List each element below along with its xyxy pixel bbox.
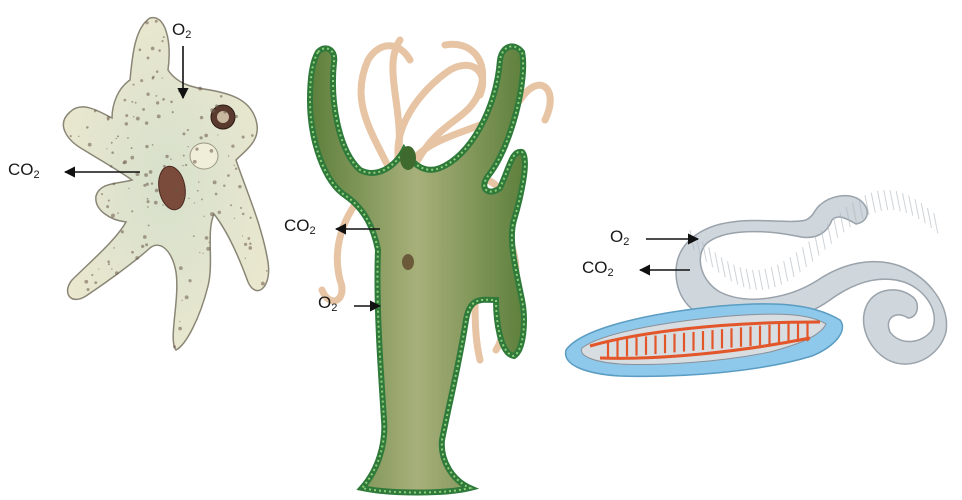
amoeba-co2-label: CO2 — [8, 160, 40, 181]
label-text: O — [610, 227, 623, 246]
label-text: O — [318, 293, 331, 312]
label-subscript: 2 — [34, 169, 40, 181]
hydra-co2-label: CO2 — [284, 216, 316, 237]
label-subscript: 2 — [331, 302, 337, 314]
hydra-o2-label: O2 — [318, 293, 337, 314]
worm-o2-label: O2 — [610, 227, 629, 248]
hydra — [310, 40, 550, 493]
amoeba-cell — [63, 18, 268, 350]
earthworm — [566, 190, 947, 376]
label-text: CO — [582, 258, 608, 277]
label-subscript: 2 — [623, 236, 629, 248]
label-subscript: 2 — [185, 29, 191, 41]
label-text: CO — [8, 160, 34, 179]
hydra-spot — [402, 254, 414, 270]
label-text: CO — [284, 216, 310, 235]
label-subscript: 2 — [608, 267, 614, 279]
hydra-mouth — [400, 146, 416, 170]
worm-co2-label: CO2 — [582, 258, 614, 279]
label-subscript: 2 — [310, 225, 316, 237]
hydra-body — [310, 46, 525, 492]
label-text: O — [172, 20, 185, 39]
amoeba-o2-label: O2 — [172, 20, 191, 41]
food-particle — [217, 111, 229, 123]
contractile-vacuole — [190, 143, 218, 169]
